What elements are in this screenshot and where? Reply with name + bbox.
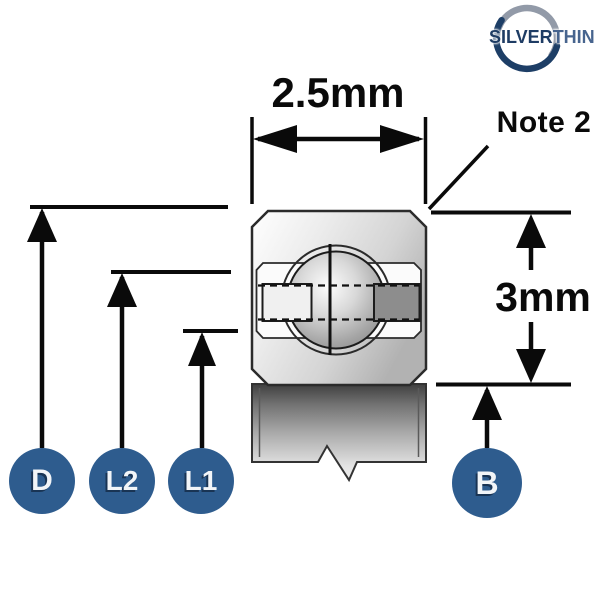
l1-arrowhead-icon (188, 332, 216, 366)
height-dimension-label: 3mm (495, 274, 591, 320)
arrowhead-down-icon (516, 349, 546, 383)
cage-section-left (261, 283, 313, 322)
d-arrowhead-icon (27, 208, 57, 242)
arrowhead-up-icon (516, 214, 546, 248)
dimension-height (431, 210, 571, 387)
callout-l2: L2 (89, 448, 155, 514)
callout-bore: B (452, 448, 522, 518)
note-label: Note 2 (496, 106, 592, 139)
brand-name-primary: SILVER (489, 27, 553, 47)
logo-swoosh-icon (492, 4, 561, 73)
brand-name-secondary: THIN (552, 27, 595, 47)
brand-logo: SILVERTHIN (489, 27, 595, 48)
dimension-width (250, 117, 428, 204)
b-arrowhead-icon (472, 386, 502, 420)
callout-l1: L1 (168, 448, 234, 514)
bearing-cross-section (250, 209, 428, 483)
width-dimension-label: 2.5mm (271, 69, 405, 116)
callout-outer-diameter: D (9, 448, 75, 514)
note-leader-line (427, 144, 490, 211)
inner-ring-break-section (251, 383, 427, 483)
callout-leaders (27, 205, 502, 448)
cage-section-right (373, 283, 421, 322)
arrowhead-right-icon (380, 125, 424, 153)
arrowhead-left-icon (253, 125, 297, 153)
l2-arrowhead-icon (107, 273, 137, 307)
